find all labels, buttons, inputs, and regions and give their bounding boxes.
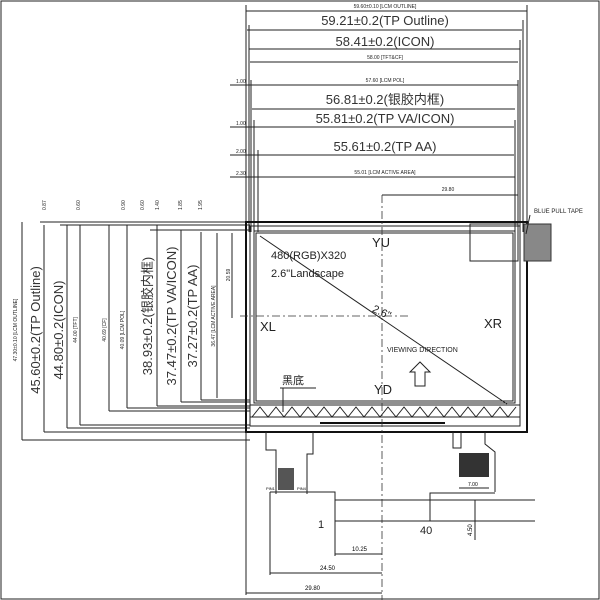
fpc-outline — [270, 491, 495, 522]
dim-lcm-outline-height: 47.30±0.10 [LCM OUTLINE] — [13, 298, 19, 361]
dim-icon-height: 44.80±0.2(ICON) — [51, 281, 66, 380]
lcm-panel: 480(RGB)X320 2.6"Landscape 2.6" YU YD XL… — [240, 195, 583, 600]
size-label: 2.6"Landscape — [271, 268, 344, 280]
dim-lcm-outline-width: 59.60±0.10 [LCM OUTLINE] — [354, 4, 417, 10]
dim-offset: 1.40 — [155, 200, 161, 210]
dim-lcm-active-width: 55.01 [LCM ACTIVE AREA] — [354, 170, 416, 176]
blue-pull-tape-label: BLUE PULL TAPE — [534, 209, 583, 215]
top-dimensions: 59.60±0.10 [LCM OUTLINE] 59.21±0.2(TP Ou… — [230, 4, 527, 196]
yd-label: YD — [374, 382, 392, 397]
dim-offset: 1.95 — [198, 200, 204, 210]
black-base-label: 黑底 — [282, 373, 304, 387]
dim-offset: 0.60 — [140, 200, 146, 210]
dim-lcm-pol-height: 40.09 [LCM POL] — [120, 310, 126, 349]
dim-tp-outline-width: 59.21±0.2(TP Outline) — [321, 13, 449, 28]
dim-tp-aa-width: 55.61±0.2(TP AA) — [333, 139, 436, 154]
dim-half-width: 29.80 — [442, 187, 455, 193]
dim-tft-height: 44.00 [TFT] — [73, 316, 79, 342]
dim-offset: 2.00 — [236, 149, 246, 155]
dim-silver-frame-width: 56.81±0.2(银胶内框) — [326, 92, 444, 107]
dim-29-80: 29.80 — [305, 586, 321, 592]
dim-offset: 0.87 — [42, 200, 48, 210]
resolution-label: 480(RGB)X320 — [271, 250, 346, 262]
yu-label: YU — [372, 235, 390, 250]
dim-silver-frame-height: 38.93±0.2(银胶内框) — [140, 257, 155, 375]
diagonal-label: 2.6" — [370, 303, 393, 322]
diagonal-line — [259, 235, 508, 405]
dim-tft-cf-width: 58.00 [TFT&CF] — [367, 55, 403, 61]
pin1-label: PIN1 — [266, 486, 276, 491]
xl-label: XL — [260, 319, 276, 334]
dim-10-25: 10.25 — [352, 547, 368, 553]
dim-cf-height: 40.69 [CF] — [102, 318, 108, 342]
up-arrow-icon — [408, 361, 432, 387]
dim-offset: 1.00 — [236, 121, 246, 127]
dim-lcm-pol-width: 57.60 [LCM POL] — [366, 78, 405, 84]
connector-right — [459, 453, 489, 477]
fpc-tail: PIN1 PIN4 7.00 4.50 1 40 10.25 24.50 29.… — [245, 432, 535, 595]
connector-left — [278, 468, 294, 490]
tape-outline — [469, 223, 519, 262]
dim-offset: 2.30 — [236, 171, 246, 177]
dim-4-50: 4.50 — [468, 524, 474, 536]
dim-lcm-active-height: 36.47 [LCM ACTIVE AREA] — [211, 285, 217, 347]
dim-tp-va-height: 37.47±0.2(TP VA/ICON) — [164, 247, 179, 386]
dim-tp-va-width: 55.81±0.2(TP VA/ICON) — [316, 111, 455, 126]
dim-offset: 0.90 — [121, 200, 127, 210]
pin-1-label: 1 — [318, 519, 324, 531]
pin4-label: PIN4 — [297, 486, 307, 491]
dim-offset: 1.85 — [178, 200, 184, 210]
dim-offset: 0.60 — [76, 200, 82, 210]
viewing-direction-label: VIEWING DIRECTION — [387, 347, 458, 354]
left-dimensions: 47.30±0.10 [LCM OUTLINE] 45.60±0.2(TP Ou… — [13, 200, 250, 441]
xr-label: XR — [484, 316, 502, 331]
dim-tp-aa-height: 37.27±0.2(TP AA) — [185, 264, 200, 367]
dim-7-00: 7.00 — [468, 482, 478, 488]
dim-offset: 1.00 — [236, 79, 246, 85]
dim-24-50: 24.50 — [320, 566, 336, 572]
dim-half-height: 20.59 — [226, 269, 232, 282]
top-extension-lines — [245, 5, 528, 232]
dim-tp-outline-height: 45.60±0.2(TP Outline) — [28, 266, 43, 394]
dim-icon-width: 58.41±0.2(ICON) — [336, 34, 435, 49]
pin-40-label: 40 — [420, 525, 432, 537]
blue-pull-tape — [523, 223, 552, 262]
